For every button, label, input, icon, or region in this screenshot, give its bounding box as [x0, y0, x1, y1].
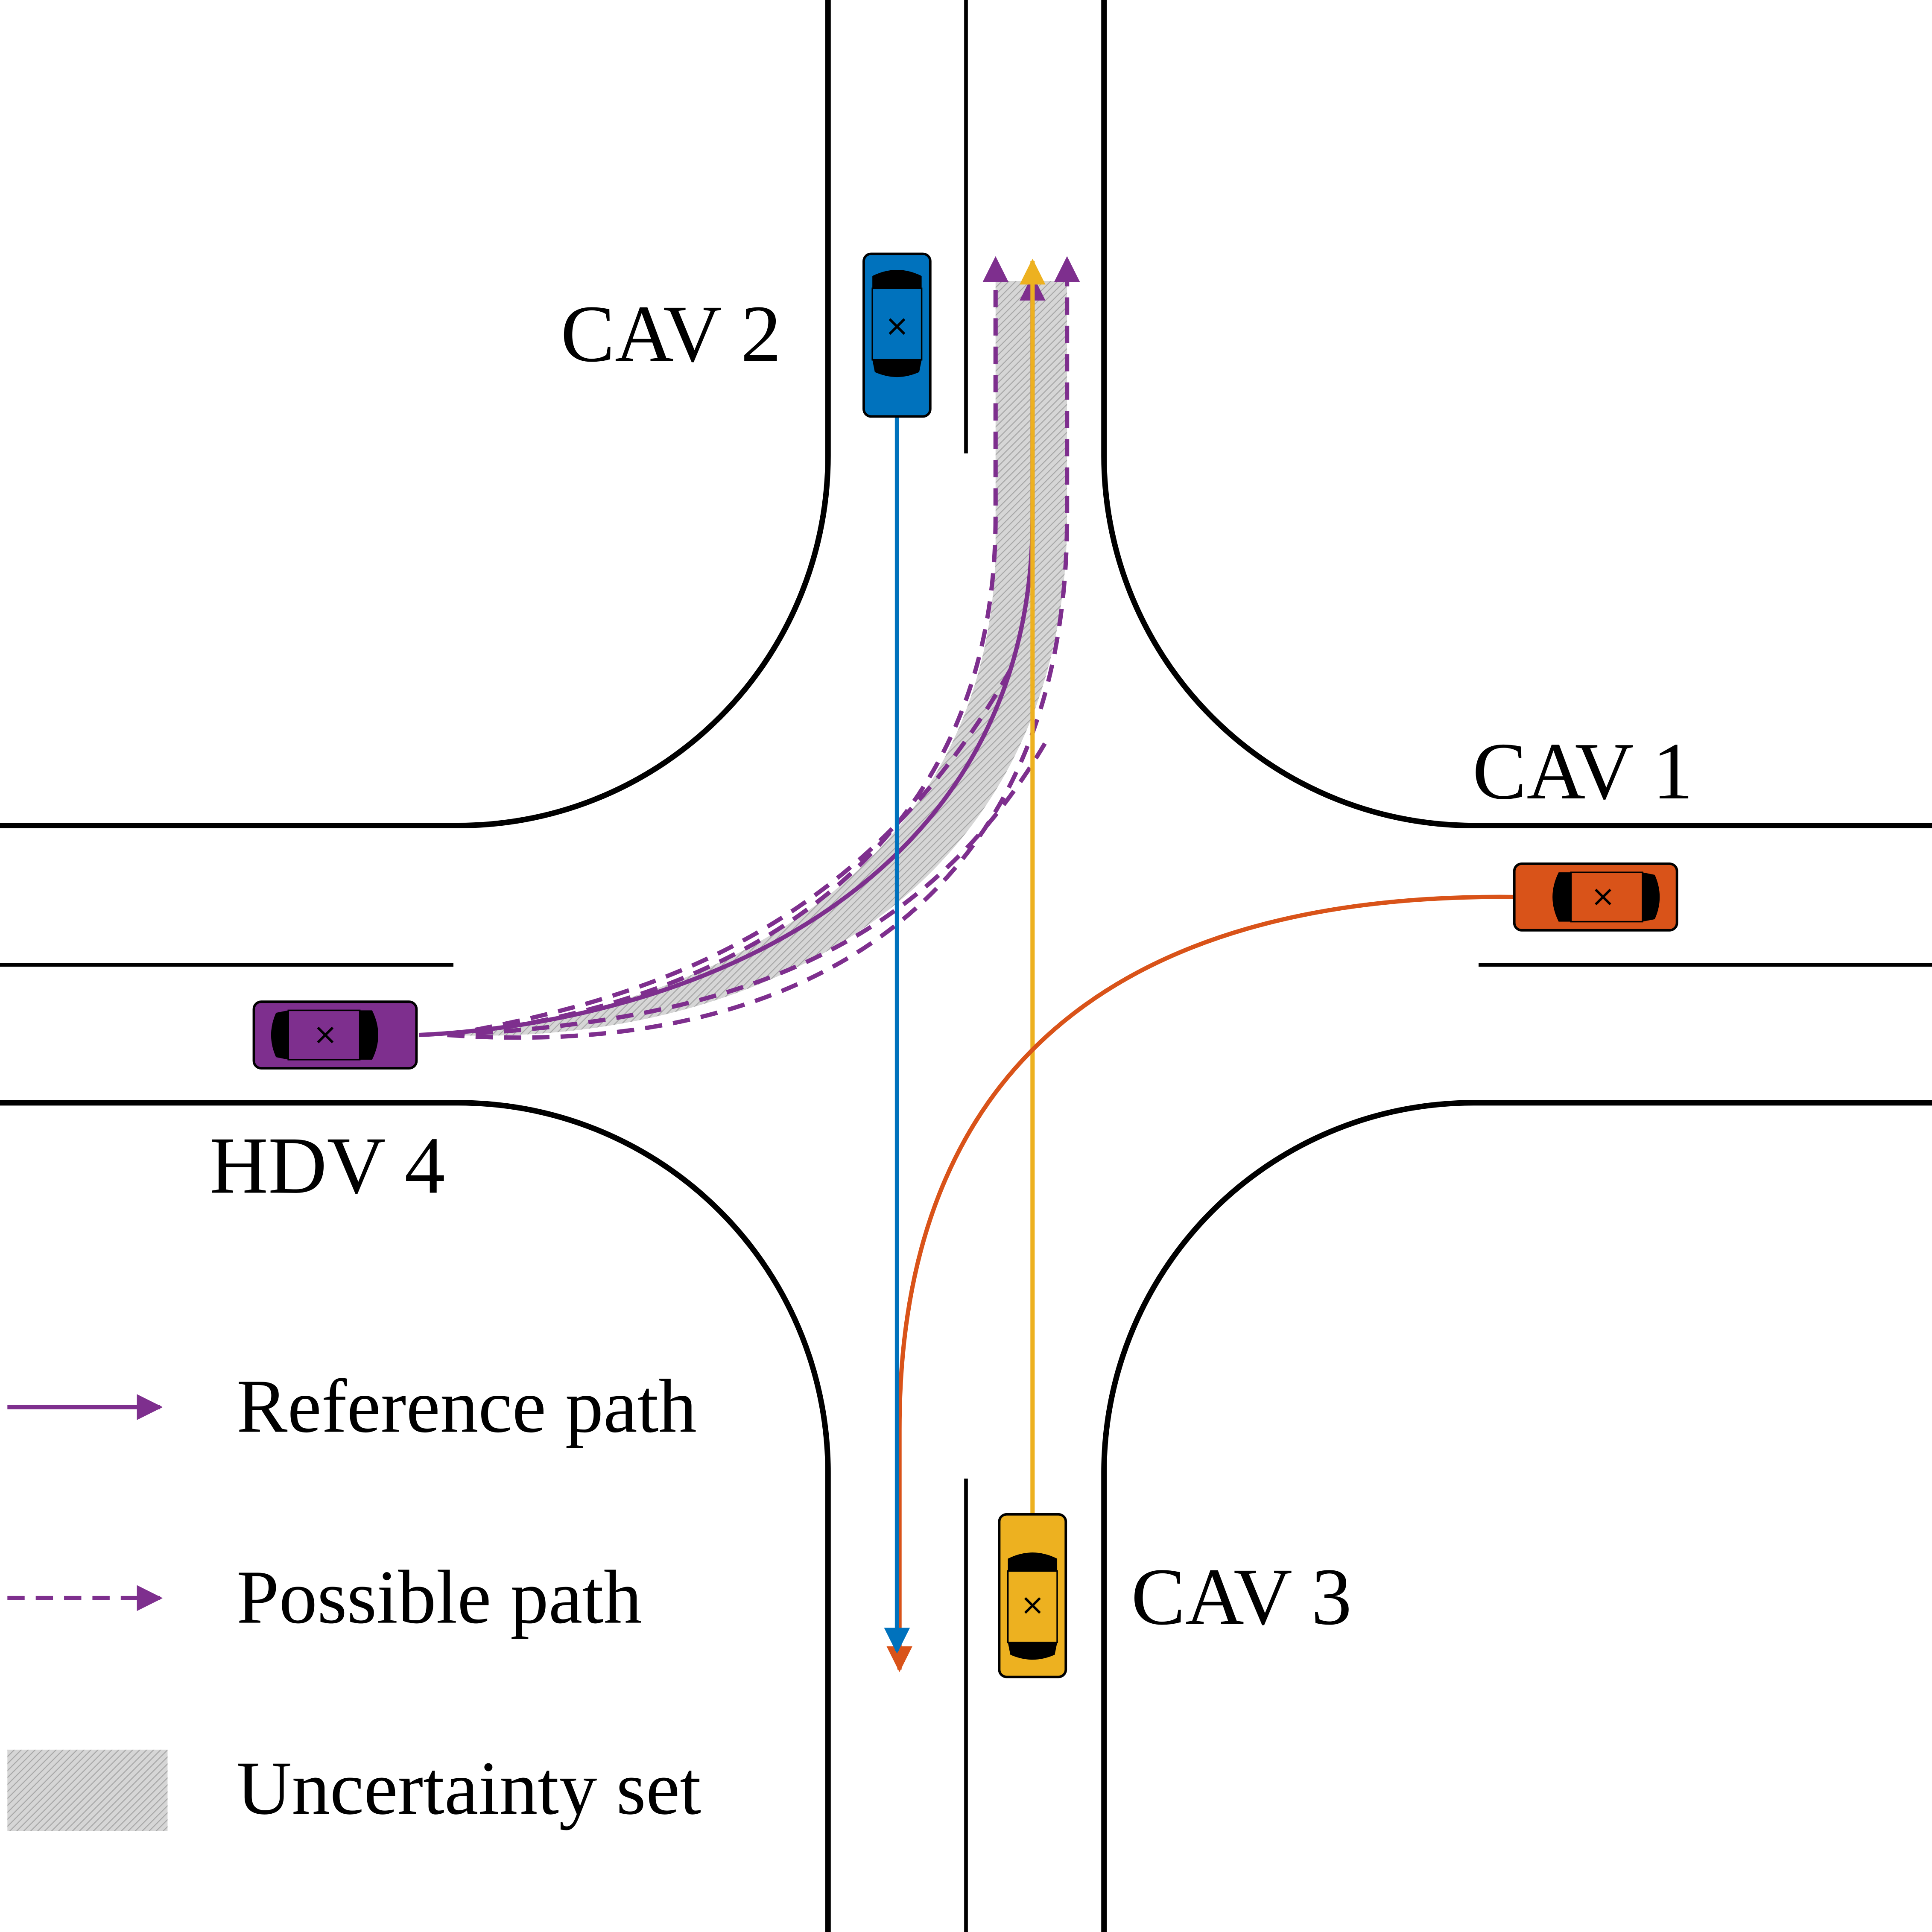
cav2-vehicle — [862, 252, 932, 418]
legend-item-reference: Reference path — [7, 1364, 697, 1448]
uncertainty-region — [447, 281, 1067, 1036]
legend-item-possible: Possible path — [7, 1555, 642, 1640]
legend-uncertainty-label: Uncertainty set — [237, 1746, 701, 1830]
possible-path-inner-2 — [447, 738, 1049, 1038]
legend-uncertainty-swatch — [7, 1749, 168, 1831]
cav3-vehicle — [998, 1513, 1067, 1678]
hdv4-vehicle — [252, 1000, 418, 1070]
possible-path-lower — [447, 256, 1080, 1040]
road-edge-lower-left — [0, 1100, 831, 1932]
cav1-vehicle — [1513, 862, 1678, 932]
hdv4-reference-path — [418, 275, 1046, 1038]
label-cav2: CAV 2 — [561, 289, 781, 379]
legend-item-uncertainty: Uncertainty set — [7, 1746, 701, 1831]
legend-reference-label: Reference path — [237, 1364, 697, 1448]
possible-path-inner-1 — [447, 664, 1015, 1038]
legend-possible-label: Possible path — [237, 1555, 642, 1640]
label-hdv4: HDV 4 — [210, 1120, 445, 1210]
road-edge-lower-right — [1101, 1100, 1932, 1932]
road-edge-upper-right — [1101, 0, 1932, 829]
label-cav3: CAV 3 — [1131, 1552, 1352, 1642]
cav1-path — [886, 894, 1513, 1672]
label-cav1: CAV 1 — [1473, 726, 1693, 816]
legend: Reference path Possible path Uncertainty… — [7, 1364, 701, 1831]
road-edge-upper-left — [0, 0, 831, 829]
